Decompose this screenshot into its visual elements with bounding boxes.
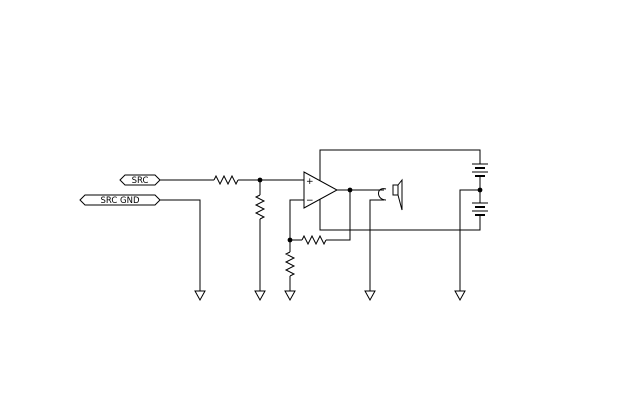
- opamp-plus-sign: +: [306, 177, 314, 187]
- wire-inverting-input: [289, 199, 304, 240]
- speaker[interactable]: [378, 178, 403, 211]
- ground-symbol-battery: [454, 290, 466, 302]
- opamp-minus-sign: −: [306, 196, 314, 206]
- ground-symbol-src: [194, 290, 206, 302]
- ground-symbol-shunt: [254, 290, 266, 302]
- net-label-src-text: SRC: [132, 176, 149, 186]
- battery-lower[interactable]: [472, 202, 488, 216]
- wire-speaker-return: [369, 199, 384, 291]
- net-label-src-gnd-text: SRC GND: [100, 196, 139, 206]
- wire-src-gnd: [160, 199, 201, 291]
- input-shunt-resistor[interactable]: [254, 194, 266, 220]
- wire-battery-ground: [459, 189, 480, 291]
- input-series-resistor[interactable]: [213, 174, 239, 186]
- opamp-power-lead-top: [319, 149, 481, 181]
- battery-upper[interactable]: [472, 163, 488, 177]
- gain-resistor[interactable]: [284, 251, 296, 277]
- ground-symbol-gain: [284, 290, 296, 302]
- net-label-src-gnd[interactable]: SRC GND: [79, 194, 161, 206]
- feedback-resistor[interactable]: [301, 234, 327, 246]
- net-label-src[interactable]: SRC: [119, 174, 161, 186]
- wire-feedback-right: [326, 190, 351, 241]
- ground-symbol-speaker: [364, 290, 376, 302]
- opamp-power-lead-bottom: [319, 199, 481, 231]
